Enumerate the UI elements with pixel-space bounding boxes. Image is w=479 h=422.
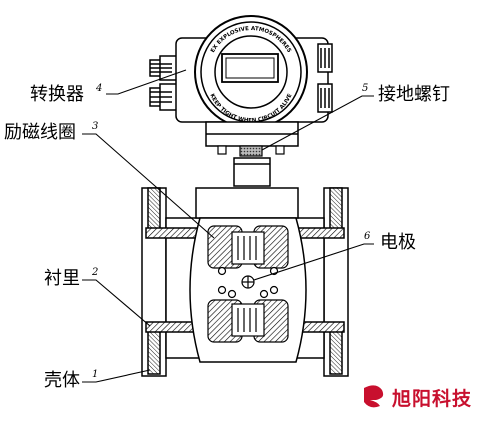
label-ground-screw: 接地螺钉	[378, 84, 450, 105]
label-shell: 壳体	[44, 370, 80, 391]
electrode	[217, 266, 279, 299]
excitation-coil-upper	[207, 225, 289, 269]
number-liner: 2	[92, 267, 99, 278]
number-converter: 4	[96, 83, 103, 94]
excitation-coil-lower	[207, 299, 289, 343]
leader-electrode	[253, 243, 374, 281]
label-excitation-coil: 励磁线圈	[4, 122, 76, 143]
label-liner: 衬里	[44, 268, 80, 289]
brand-name: 旭阳科技	[392, 388, 473, 410]
converter	[149, 15, 333, 147]
leader-ground-screw	[261, 95, 374, 151]
ground-screw	[217, 145, 285, 157]
leader-shell	[82, 369, 151, 383]
leader-lines	[82, 69, 374, 383]
number-excitation-coil: 3	[92, 121, 99, 132]
number-electrode: 6	[364, 231, 371, 242]
label-electrode: 电极	[380, 232, 416, 253]
leader-excitation-coil	[82, 133, 215, 239]
label-converter: 转换器	[30, 84, 84, 105]
leader-liner	[82, 279, 151, 327]
neck	[233, 157, 271, 187]
brand-logo-icon	[364, 385, 384, 408]
number-ground-screw: 5	[362, 83, 369, 94]
leader-converter	[106, 69, 187, 95]
cable-gland-lower	[149, 83, 181, 111]
number-shell: 1	[92, 369, 99, 380]
